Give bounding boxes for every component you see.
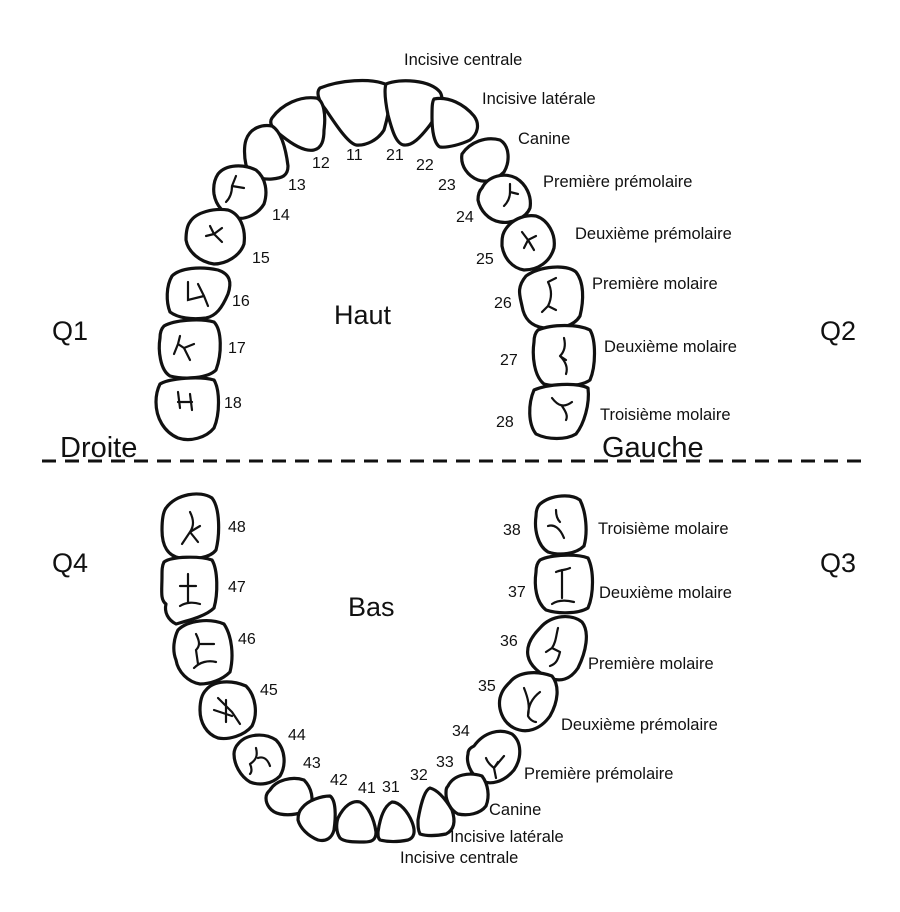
lower-tooth-numbers: 41 42 43 44 45 46 47 48 31 32 33 34 35 3… (228, 519, 526, 797)
tooth-number-23: 23 (438, 177, 456, 194)
tooth-number-11: 11 (346, 147, 363, 164)
tooth-number-27: 27 (500, 352, 518, 369)
tooth-47[interactable] (160, 555, 219, 626)
tooth-number-14: 14 (272, 207, 290, 224)
tooth-number-37: 37 (508, 584, 526, 601)
tooth-name-premiere-premolaire-upper: Première prémolaire (543, 173, 692, 191)
tooth-28[interactable] (528, 382, 590, 441)
upper-tooth-names: Incisive centrale Incisive latérale Cani… (404, 51, 737, 424)
tooth-number-13: 13 (288, 177, 306, 194)
tooth-13[interactable] (242, 123, 290, 181)
tooth-number-33: 33 (436, 754, 454, 771)
tooth-number-44: 44 (288, 727, 306, 744)
upper-arch (154, 78, 597, 442)
tooth-21[interactable] (383, 79, 444, 147)
side-label-left: Gauche (602, 432, 704, 464)
tooth-name-canine-lower: Canine (489, 801, 541, 819)
tooth-name-troisieme-molaire-lower: Troisième molaire (598, 520, 729, 538)
tooth-number-22: 22 (416, 157, 434, 174)
tooth-32[interactable] (416, 786, 456, 838)
tooth-23[interactable] (460, 137, 510, 183)
tooth-number-26: 26 (494, 295, 512, 312)
tooth-name-incisive-centrale-lower: Incisive centrale (400, 849, 518, 867)
tooth-17[interactable] (157, 318, 222, 380)
tooth-number-42: 42 (330, 772, 348, 789)
tooth-11[interactable] (316, 78, 391, 147)
tooth-number-41: 41 (358, 780, 376, 797)
tooth-44[interactable] (232, 733, 286, 786)
tooth-number-16: 16 (232, 293, 250, 310)
tooth-number-45: 45 (260, 682, 278, 699)
tooth-name-canine-upper: Canine (518, 130, 570, 148)
upper-arch-label: Haut (334, 300, 392, 330)
tooth-number-18: 18 (224, 395, 242, 412)
tooth-36[interactable] (526, 615, 588, 682)
tooth-name-incisive-laterale-lower: Incisive latérale (450, 828, 564, 846)
lower-tooth-names: Troisième molaire Deuxième molaire Premi… (400, 520, 732, 867)
upper-tooth-numbers: 11 12 13 14 15 16 17 18 21 22 23 24 25 2… (224, 147, 518, 431)
tooth-number-15: 15 (252, 250, 270, 267)
tooth-number-36: 36 (500, 633, 518, 650)
tooth-25[interactable] (500, 214, 556, 272)
tooth-22[interactable] (430, 96, 480, 149)
tooth-33[interactable] (444, 772, 490, 817)
tooth-name-deuxieme-molaire-upper: Deuxième molaire (604, 338, 737, 356)
tooth-43[interactable] (264, 776, 314, 817)
lower-arch-label: Bas (348, 592, 395, 622)
tooth-41[interactable] (335, 800, 378, 844)
tooth-number-24: 24 (456, 209, 474, 226)
tooth-48[interactable] (160, 492, 221, 561)
tooth-number-32: 32 (410, 767, 428, 784)
tooth-number-46: 46 (238, 631, 256, 648)
lower-arch (160, 492, 595, 844)
tooth-name-incisive-laterale-upper: Incisive latérale (482, 90, 596, 108)
tooth-number-17: 17 (228, 340, 246, 357)
tooth-number-21: 21 (386, 147, 404, 164)
tooth-14[interactable] (212, 164, 268, 220)
quadrant-label-q1: Q1 (52, 316, 88, 346)
tooth-18[interactable] (154, 376, 221, 442)
tooth-name-troisieme-molaire-upper: Troisième molaire (600, 406, 731, 424)
tooth-name-premiere-molaire-lower: Première molaire (588, 655, 714, 673)
tooth-number-12: 12 (312, 155, 330, 172)
tooth-name-deuxieme-premolaire-upper: Deuxième prémolaire (575, 225, 732, 243)
tooth-name-premiere-premolaire-lower: Première prémolaire (524, 765, 673, 783)
quadrant-label-q4: Q4 (52, 548, 88, 578)
tooth-number-35: 35 (478, 678, 496, 695)
tooth-number-25: 25 (476, 251, 494, 268)
tooth-name-deuxieme-molaire-lower: Deuxième molaire (599, 584, 732, 602)
tooth-16[interactable] (165, 266, 232, 321)
tooth-27[interactable] (531, 323, 597, 388)
tooth-46[interactable] (172, 619, 234, 686)
tooth-name-incisive-centrale-upper: Incisive centrale (404, 51, 522, 69)
tooth-name-deuxieme-premolaire-lower: Deuxième prémolaire (561, 716, 718, 734)
quadrant-label-q2: Q2 (820, 316, 856, 346)
side-label-right: Droite (60, 432, 137, 464)
tooth-number-38: 38 (503, 522, 521, 539)
tooth-34[interactable] (465, 729, 522, 785)
tooth-45[interactable] (198, 680, 257, 741)
tooth-number-47: 47 (228, 579, 246, 596)
tooth-number-28: 28 (496, 414, 514, 431)
tooth-name-premiere-molaire-upper: Première molaire (592, 275, 718, 293)
tooth-number-48: 48 (228, 519, 246, 536)
tooth-42[interactable] (296, 794, 337, 843)
quadrant-label-q3: Q3 (820, 548, 856, 578)
tooth-number-31: 31 (382, 779, 400, 796)
tooth-38[interactable] (533, 494, 588, 556)
tooth-number-34: 34 (452, 723, 470, 740)
tooth-31[interactable] (376, 800, 416, 844)
tooth-number-43: 43 (303, 755, 321, 772)
tooth-15[interactable] (184, 207, 246, 266)
tooth-37[interactable] (533, 553, 595, 615)
